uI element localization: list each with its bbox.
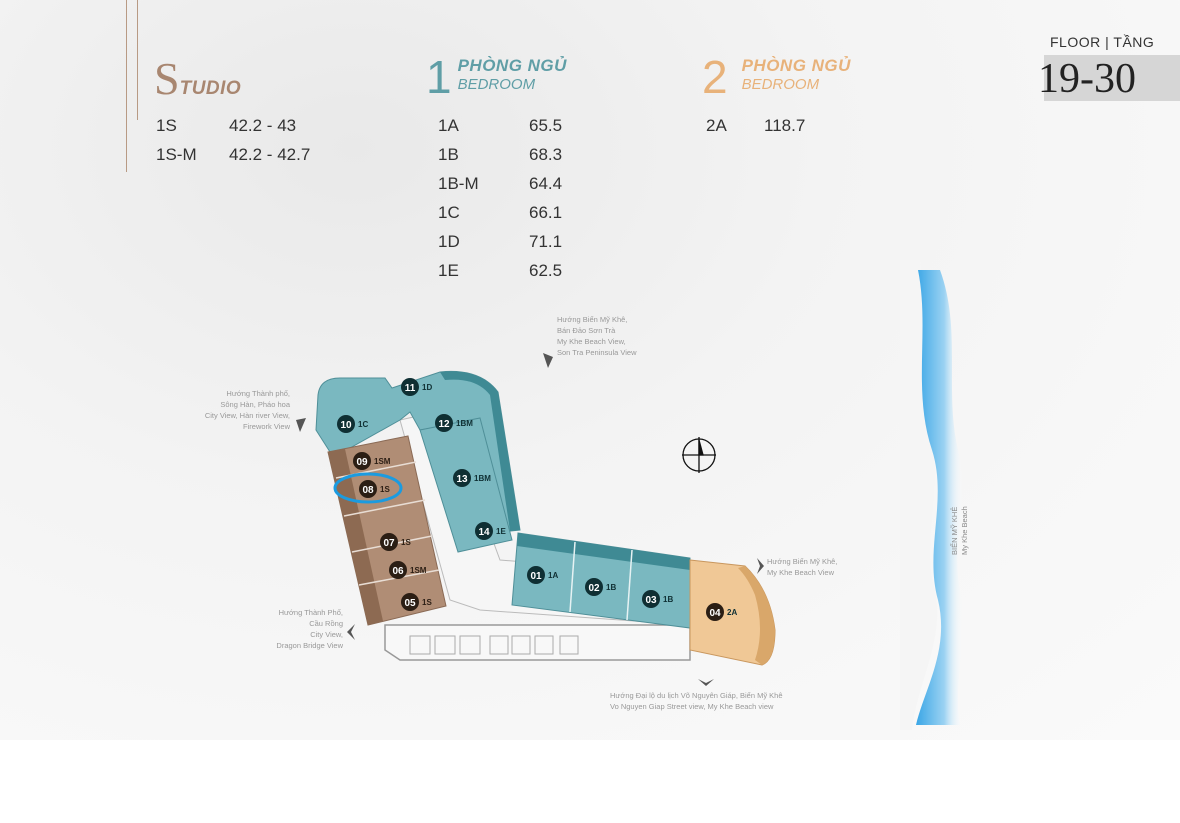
unit-10[interactable]: 10 1C <box>337 415 368 433</box>
unit-type: 1BM <box>456 419 473 428</box>
unit-number-badge <box>401 378 419 396</box>
unit-number-badge <box>337 415 355 433</box>
unit-number: 08 <box>362 485 374 496</box>
unit-number-badge <box>380 533 398 551</box>
view-arrow-south <box>698 679 714 686</box>
unit-type: 1B <box>663 595 673 604</box>
floor-range: 19-30 <box>1038 56 1136 102</box>
unit-number-badge <box>475 522 493 540</box>
unit-type: 1D <box>422 383 432 392</box>
floor-plan: 11 1D 10 1C 12 1BM 09 1SM 08 1S 13 1BM 14 1E 07 1S 06 1SM… <box>296 353 776 686</box>
unit-number-badge <box>359 480 377 498</box>
unit-05[interactable]: 05 1S <box>401 593 432 611</box>
unit-02[interactable]: 02 1B <box>585 578 616 596</box>
unit-type: 1SM <box>410 566 427 575</box>
unit-07[interactable]: 07 1S <box>380 533 411 551</box>
view-arrow-east <box>757 558 764 574</box>
unit-04[interactable]: 04 2A <box>706 603 737 621</box>
divider <box>137 0 138 120</box>
unit-number-badge <box>389 561 407 579</box>
unit-01[interactable]: 01 1A <box>527 566 558 584</box>
studio-heading: STUDIO <box>154 53 242 104</box>
unit-number: 01 <box>530 571 542 582</box>
unit-number-badge <box>527 566 545 584</box>
unit-number-badge <box>353 452 371 470</box>
unit-number: 06 <box>392 566 404 577</box>
unit-number: 10 <box>340 420 352 431</box>
unit-number: 07 <box>383 538 395 549</box>
view-arrow-west <box>347 624 355 640</box>
unit-number: 12 <box>438 419 450 430</box>
floor-range-box: 19-30 <box>1038 55 1180 102</box>
unit-type: 1A <box>548 571 558 580</box>
unit-type: 1S <box>380 485 390 494</box>
unit-number-badge <box>706 603 724 621</box>
unit-number: 11 <box>405 383 416 394</box>
unit-13[interactable]: 13 1BM <box>453 469 491 487</box>
floor-label: FLOOR | TẦNG <box>1050 34 1155 50</box>
unit-number: 04 <box>709 608 721 619</box>
unit-08[interactable]: 08 1S <box>359 480 390 498</box>
unit-type: 1SM <box>374 457 391 466</box>
unit-number-badge <box>435 414 453 432</box>
compass-icon <box>682 437 716 473</box>
unit-type: 1S <box>422 598 432 607</box>
view-south: Hướng Đại lộ du lịch Võ Nguyên Giáp, Biể… <box>610 691 783 711</box>
unit-number-badge <box>401 593 419 611</box>
unit-number-badge <box>453 469 471 487</box>
unit-type: 1B <box>606 583 616 592</box>
highlighted-unit-ring <box>333 472 403 504</box>
beach-watercolor <box>900 260 964 730</box>
unit-number: 13 <box>456 474 468 485</box>
unit-type: 1C <box>358 420 368 429</box>
unit-number: 09 <box>356 457 368 468</box>
unit-type: 2A <box>727 608 737 617</box>
unit-12[interactable]: 12 1BM <box>435 414 473 432</box>
unit-number: 02 <box>588 583 600 594</box>
unit-number: 14 <box>478 527 490 538</box>
unit-number-badge <box>642 590 660 608</box>
unit-type: 1BM <box>474 474 491 483</box>
divider <box>126 0 127 172</box>
unit-03[interactable]: 03 1B <box>642 590 673 608</box>
unit-type: 1S <box>401 538 411 547</box>
view-arrow-north <box>543 353 553 368</box>
unit-11[interactable]: 11 1D <box>401 378 432 396</box>
unit-14[interactable]: 14 1E <box>475 522 506 540</box>
core-area <box>384 624 691 661</box>
unit-number-badge <box>585 578 603 596</box>
unit-06[interactable]: 06 1SM <box>389 561 427 579</box>
unit-number: 03 <box>645 595 657 606</box>
view-east: Hướng Biển Mỹ Khê,My Khe Beach View <box>767 557 838 577</box>
unit-number: 05 <box>404 598 416 609</box>
view-arrow-northwest <box>296 418 306 432</box>
unit-09[interactable]: 09 1SM <box>353 452 391 470</box>
unit-type: 1E <box>496 527 506 536</box>
